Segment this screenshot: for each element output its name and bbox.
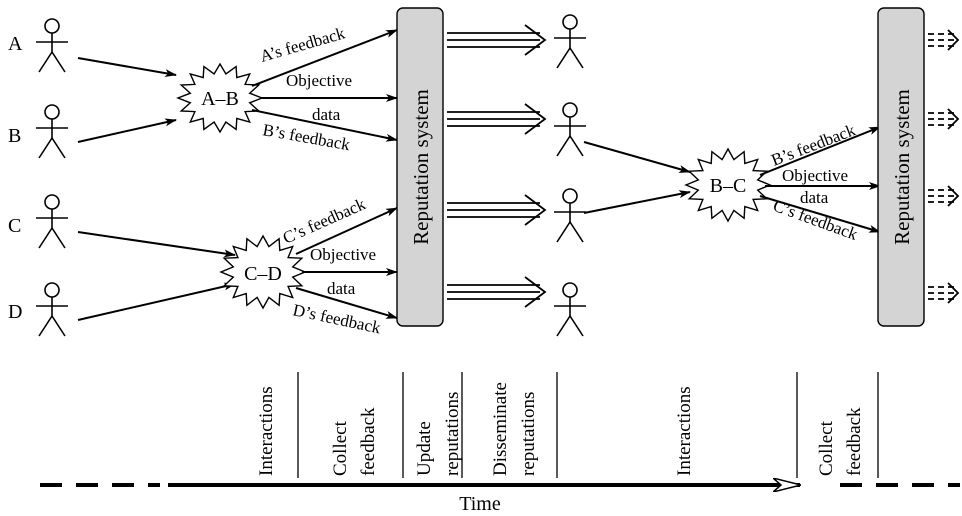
reputation-system-2: Reputation system (877, 7, 925, 327)
b-feedback-label: B’s feedback (261, 120, 352, 154)
arrow-d-to-cd (77, 282, 236, 321)
interaction-star-icon (219, 234, 307, 310)
agent-b: B (8, 104, 68, 159)
arrow-b-feedback (251, 109, 398, 142)
bc-objective-label: Objective (782, 166, 848, 185)
arrow-c-feedback (295, 207, 398, 255)
interaction-star-icon (684, 147, 772, 223)
agent-b-label: B (8, 125, 21, 147)
arrow-a-to-ab (77, 57, 177, 78)
reputation-system-1-label: Reputation system (409, 89, 433, 245)
person-icon (554, 188, 586, 243)
dissemination-arrows (447, 24, 547, 308)
agent-a-label: A (8, 33, 23, 55)
disseminate-arrow-3 (447, 194, 547, 226)
a-feedback-label: A’s feedback (258, 23, 348, 65)
interaction-ab-label: A–B (201, 88, 239, 110)
c-feedback-label: C’s feedback (280, 194, 369, 247)
agent-arrows (77, 57, 236, 321)
continue-arrow-3 (928, 189, 955, 203)
phase-disseminate-label: Disseminate (490, 382, 511, 476)
cd-output-arrows (295, 207, 398, 319)
arrow-c-to-bc (583, 190, 691, 214)
d-feedback-label: D’s feedback (291, 300, 383, 337)
phase-feedback-2-label: feedback (844, 407, 865, 476)
phase-update-label: Update (414, 421, 435, 476)
continue-arrow-4 (928, 286, 955, 300)
arrow-b-to-bc (583, 141, 691, 173)
cd-data-label: data (327, 279, 356, 298)
disseminate-arrow-4 (447, 276, 547, 308)
person-icon (36, 194, 68, 249)
arrow-c-feedback-2 (759, 195, 881, 233)
person-icon (36, 18, 68, 73)
phase-collect-2-label: Collect (816, 420, 837, 476)
interaction-cd: C–D (219, 234, 307, 310)
reputation-system-1: Reputation system (396, 7, 444, 327)
agent-d: D (8, 282, 68, 337)
person-icon (36, 104, 68, 159)
phase-interactions-2-label: Interactions (674, 386, 695, 476)
continue-arrow-2 (928, 112, 955, 126)
person-icon (554, 14, 586, 69)
arrow-b-to-ab (77, 118, 177, 143)
b-feedback-label-2: B’s feedback (769, 120, 859, 170)
bc-data-label: data (800, 188, 829, 207)
ab-objective-label: Objective (286, 71, 352, 90)
agent-c: C (8, 194, 68, 249)
arrow-c-to-cd (77, 231, 236, 258)
arrow-a-feedback (251, 29, 398, 87)
agent-d-label: D (8, 301, 22, 323)
cd-objective-label: Objective (310, 245, 376, 264)
interaction-bc-label: B–C (710, 175, 747, 197)
phase-feedback-label: feedback (358, 407, 379, 476)
phase-disseminate-reputations-label: reputations (518, 392, 539, 476)
time-axis-label: Time (459, 493, 501, 515)
interaction-star-icon (176, 62, 264, 134)
continuation-arrowheads (947, 29, 960, 304)
ab-data-label: data (312, 105, 341, 124)
ab-output-arrows (251, 29, 398, 142)
interaction-cd-label: C–D (244, 263, 282, 285)
reputation-system-2-label: Reputation system (890, 89, 914, 245)
phase-interactions-label: Interactions (256, 386, 277, 476)
timeline: Interactions Collect feedback Update rep… (40, 372, 960, 515)
disseminate-arrow-2 (447, 103, 547, 135)
agent-c-label: C (8, 215, 21, 237)
bc-input-arrows (583, 141, 691, 214)
continue-arrow-1 (928, 33, 955, 47)
person-icon (554, 282, 586, 337)
interaction-ab: A–B (176, 62, 264, 134)
arrow-b-feedback-2 (759, 126, 881, 176)
arrow-d-feedback (295, 287, 398, 319)
phase-dividers (297, 372, 879, 478)
disseminate-arrow-1 (447, 24, 547, 56)
phase-update-reputations-label: reputations (442, 392, 463, 476)
agent-a: A (8, 18, 68, 73)
middle-agents (554, 14, 586, 337)
bc-output-arrows (759, 126, 881, 233)
phase-collect-label: Collect (330, 420, 351, 476)
interaction-bc: B–C (684, 147, 772, 223)
continuation-arrows (928, 33, 955, 300)
person-icon (554, 102, 586, 157)
person-icon (36, 282, 68, 337)
